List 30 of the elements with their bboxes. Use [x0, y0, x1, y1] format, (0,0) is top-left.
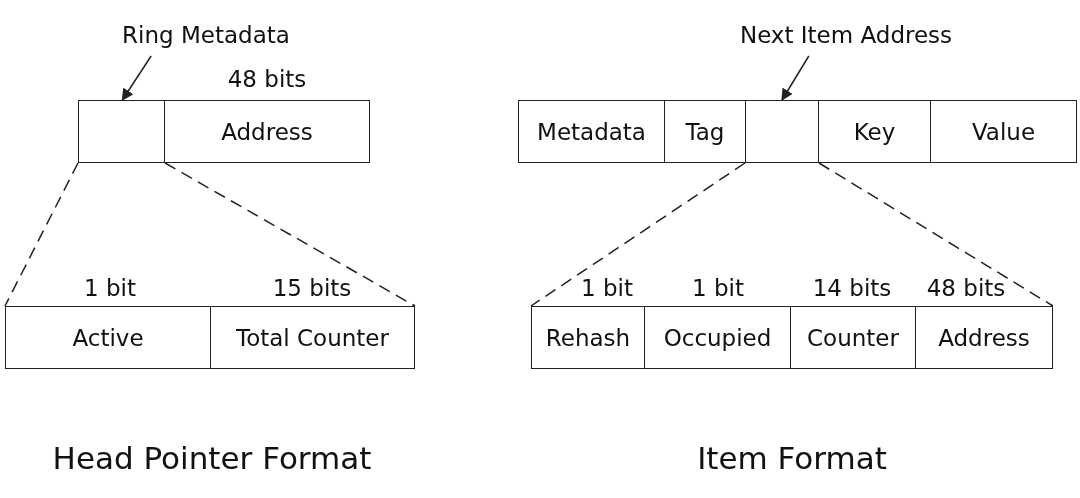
bit-field: Counter: [790, 306, 916, 369]
bit-field: Occupied: [644, 306, 791, 369]
bit-width-label: 1 bit: [581, 275, 633, 301]
bit-field: [745, 100, 819, 163]
bit-width-label: 1 bit: [692, 275, 744, 301]
bit-field: Tag: [664, 100, 746, 163]
bit-field: Address: [915, 306, 1053, 369]
bit-width-label: 15 bits: [272, 275, 352, 301]
bit-field: Address: [164, 100, 370, 163]
leader-arrow: [781, 55, 810, 101]
bit-field: Value: [930, 100, 1077, 163]
bit-width-label: 48 bits: [926, 275, 1006, 301]
expansion-line: [530, 162, 746, 307]
bit-field: [78, 100, 165, 163]
bit-field: Rehash: [531, 306, 645, 369]
format-caption: Head Pointer Format: [52, 440, 372, 476]
leader-arrow: [121, 55, 152, 101]
bit-field: Metadata: [518, 100, 665, 163]
bit-width-label: 48 bits: [227, 66, 307, 92]
callout-text: Ring Metadata: [108, 22, 304, 56]
expansion-line: [4, 162, 79, 307]
expansion-line: [818, 162, 1054, 307]
bit-field: Active: [5, 306, 211, 369]
format-caption: Item Format: [697, 440, 887, 476]
callout-text: Next Item Address: [722, 22, 970, 56]
expansion-line: [164, 162, 416, 307]
bit-field: Total Counter: [210, 306, 415, 369]
bit-field: Key: [818, 100, 931, 163]
bit-width-label: 1 bit: [84, 275, 136, 301]
bit-width-label: 14 bits: [812, 275, 892, 301]
